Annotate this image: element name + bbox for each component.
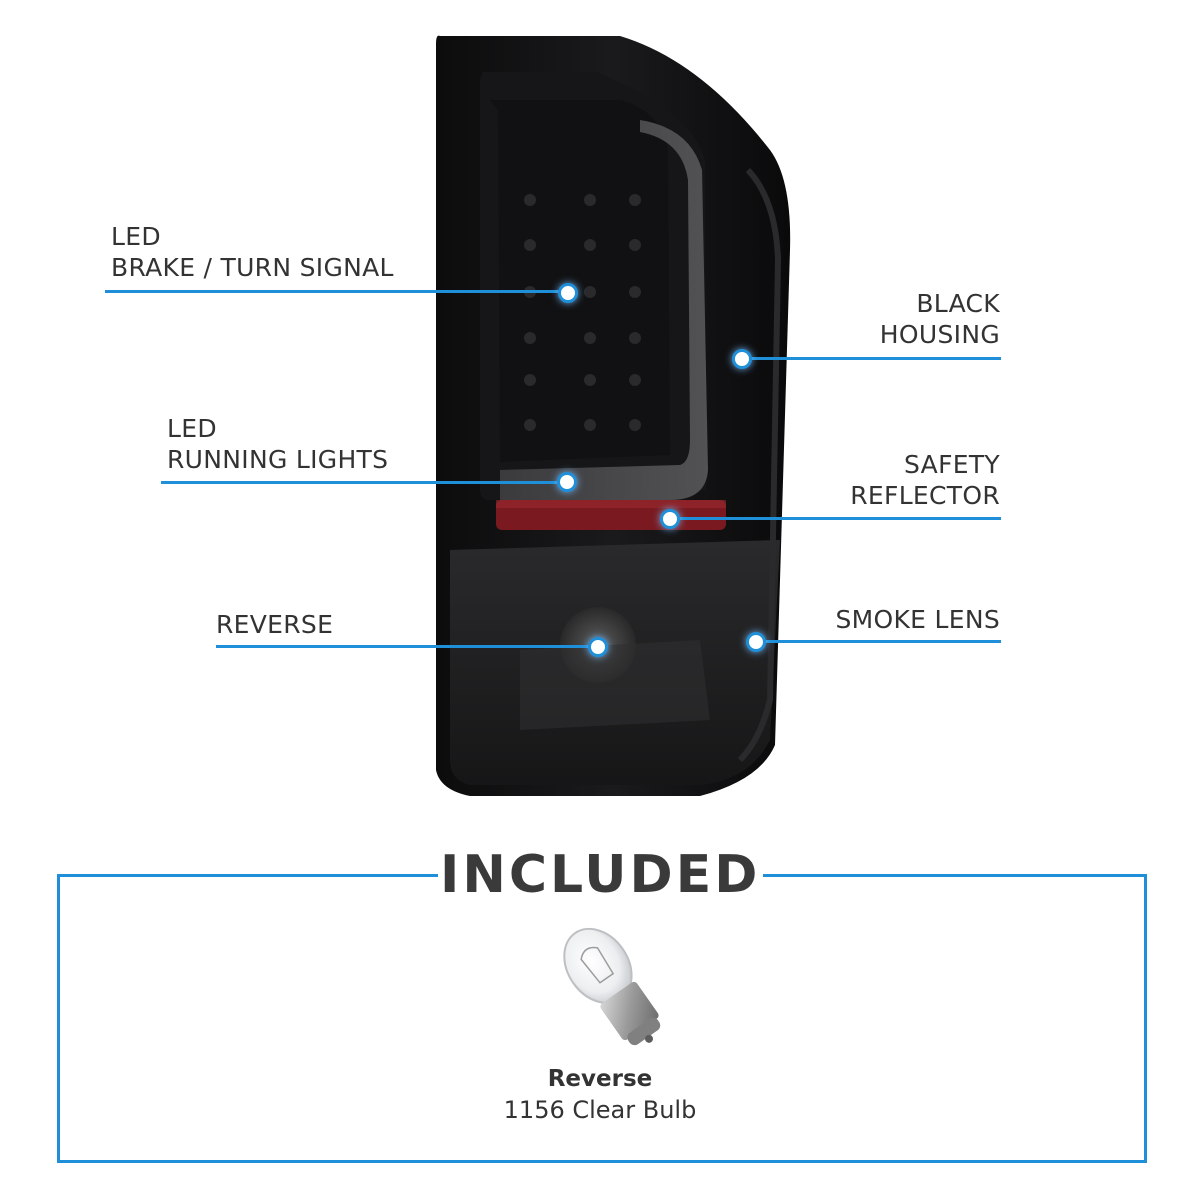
tail-light-housing <box>436 35 791 796</box>
callout-label-line: SAFETY <box>904 450 1000 479</box>
callout-line-safety-reflector <box>675 517 1001 520</box>
led-grid <box>524 194 641 431</box>
callout-label-line: BLACK <box>916 289 1000 318</box>
callout-label-black-housing: BLACK HOUSING <box>800 288 1000 350</box>
callout-label-line: RUNNING LIGHTS <box>167 445 389 474</box>
bulb-image <box>563 927 661 1046</box>
callout-label-line: SMOKE LENS <box>835 605 1000 634</box>
callout-label-line: REFLECTOR <box>850 481 1000 510</box>
callout-line-black-housing <box>745 357 1001 360</box>
callout-dot-smoke-lens <box>746 632 766 652</box>
callout-label-smoke-lens: SMOKE LENS <box>780 604 1000 635</box>
bulb-description: 1156 Clear Bulb <box>503 1096 697 1124</box>
callout-label-line: LED <box>111 222 161 251</box>
tail-light-image <box>436 35 791 796</box>
callout-line-reverse <box>216 645 591 648</box>
bulb-name: Reverse <box>547 1066 653 1092</box>
callout-line-brake-turn-signal <box>105 290 565 293</box>
callout-label-line: HOUSING <box>879 320 1000 349</box>
callout-label-brake-turn-signal: LED BRAKE / TURN SIGNAL <box>111 221 394 283</box>
callout-line-smoke-lens <box>760 640 1001 643</box>
callout-dot-reverse <box>588 637 608 657</box>
included-frame-top-right <box>763 874 1144 877</box>
callout-label-reverse: REVERSE <box>216 609 333 640</box>
callout-dot-running-lights <box>557 472 577 492</box>
callout-line-running-lights <box>161 481 561 484</box>
callout-dot-safety-reflector <box>660 509 680 529</box>
included-frame <box>57 874 1147 1163</box>
included-title: INCLUDED <box>440 845 761 905</box>
callout-label-line: LED <box>167 414 217 443</box>
callout-dot-black-housing <box>732 349 752 369</box>
callout-label-running-lights: LED RUNNING LIGHTS <box>167 413 388 475</box>
callout-label-line: BRAKE / TURN SIGNAL <box>111 253 394 282</box>
callout-label-safety-reflector: SAFETY REFLECTOR <box>800 449 1000 511</box>
included-frame-top-left <box>57 874 438 877</box>
callout-label-line: REVERSE <box>216 610 334 639</box>
callout-dot-brake-turn-signal <box>558 283 578 303</box>
